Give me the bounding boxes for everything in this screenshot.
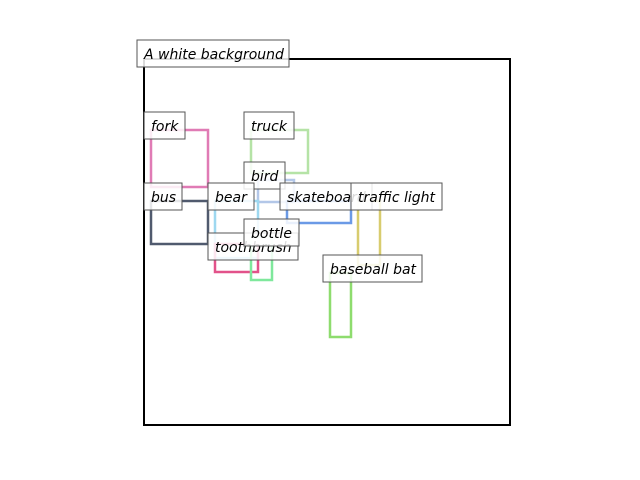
label-bear: bear xyxy=(207,182,255,211)
box-baseball-bat xyxy=(328,271,353,339)
label-baseball-bat-text: baseball bat xyxy=(330,262,417,278)
label-bottle-text: bottle xyxy=(251,226,292,242)
label-bus-text: bus xyxy=(151,190,176,206)
label-fork-text: fork xyxy=(151,119,179,135)
label-traffic-light-text: traffic light xyxy=(358,190,436,206)
canvas-frame xyxy=(143,58,511,426)
label-truck: truck xyxy=(243,111,295,140)
label-skateboard-text: skateboard xyxy=(287,190,366,206)
label-bottle: bottle xyxy=(243,218,300,247)
label-fork: fork xyxy=(143,111,186,140)
label-baseball-bat: baseball bat xyxy=(322,254,423,283)
label-bear-text: bear xyxy=(215,190,248,206)
label-traffic-light: traffic light xyxy=(350,182,443,211)
caption-text: A white background xyxy=(143,47,284,63)
caption-label: A white background xyxy=(136,39,290,68)
label-bird-text: bird xyxy=(251,169,279,185)
label-bus: bus xyxy=(143,182,183,211)
label-truck-text: truck xyxy=(251,119,288,135)
